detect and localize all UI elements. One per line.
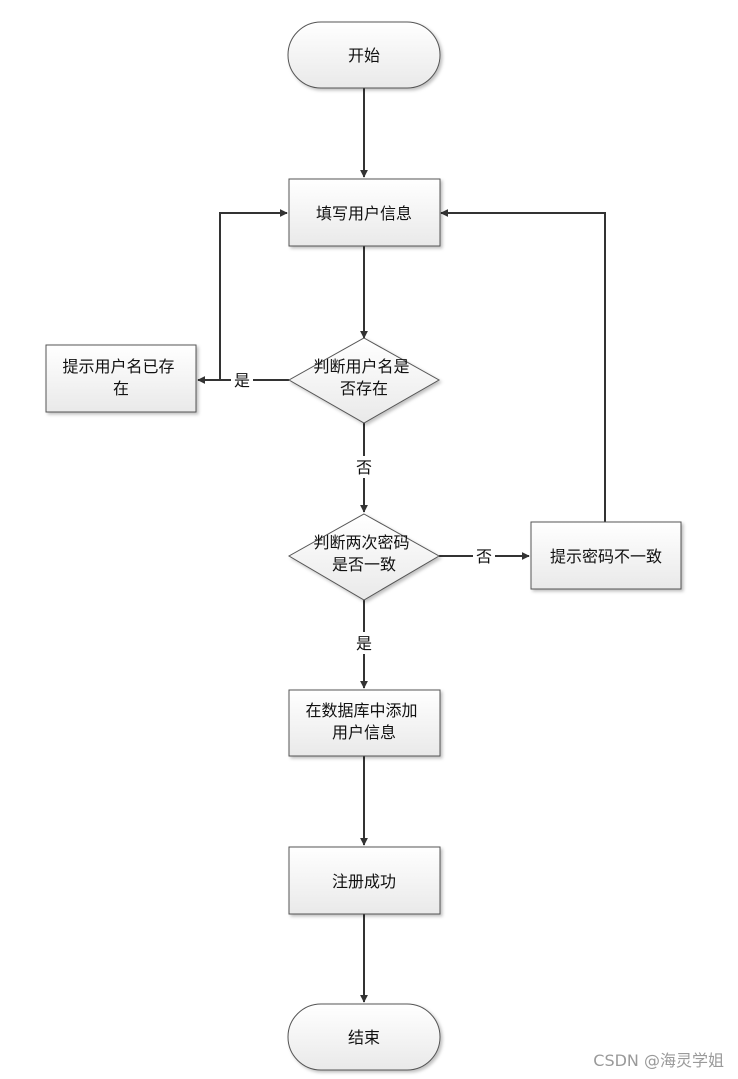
register-success-label: 注册成功 <box>332 872 396 891</box>
add-to-db-node: 在数据库中添加 用户信息 <box>288 689 441 757</box>
check-username-label: 判断用户名是 否存在 <box>313 357 414 398</box>
edge-label-password-no: 否 <box>476 547 492 566</box>
start-node: 开始 <box>287 21 441 89</box>
csdn-watermark: CSDN @海灵学姐 <box>593 1051 724 1070</box>
check-password-label: 判断两次密码 是否一致 <box>313 533 414 574</box>
edge-username-exists-back <box>219 209 288 380</box>
node-line: 否存在 <box>340 379 388 398</box>
node-line: 注册成功 <box>332 872 396 891</box>
check-username-decision: 判断用户名是 否存在 <box>287 337 441 424</box>
node-line: 是否一致 <box>332 555 396 574</box>
fill-user-info-node: 填写用户信息 <box>288 178 441 247</box>
node-line: 提示密码不一致 <box>550 547 662 566</box>
edge-label-username-no: 否 <box>356 458 372 477</box>
end-node-label: 结束 <box>348 1028 380 1047</box>
node-line: 判断两次密码 <box>313 533 409 552</box>
node-line: 在 <box>113 379 129 398</box>
node-line: 用户信息 <box>332 723 396 742</box>
start-node-label: 开始 <box>348 46 380 65</box>
password-mismatch-node: 提示密码不一致 <box>530 521 682 590</box>
node-line: 填写用户信息 <box>316 204 412 223</box>
node-line: 在数据库中添加 <box>305 701 417 720</box>
username-exists-node: 提示用户名已存 在 <box>45 344 197 413</box>
node-line: 开始 <box>348 46 380 65</box>
node-line: 判断用户名是 <box>313 357 409 376</box>
node-line: 结束 <box>348 1028 380 1047</box>
edge-label-password-yes: 是 <box>356 634 372 653</box>
nodes: 开始 填写用户信息 判断用户名是 否存在 提示用户名已存 在 <box>45 21 682 1071</box>
end-node: 结束 <box>287 1003 441 1071</box>
check-password-decision: 判断两次密码 是否一致 <box>287 513 441 601</box>
edge-label-username-yes: 是 <box>234 371 250 390</box>
edge-labels: 是 否 否 是 <box>234 371 492 653</box>
username-exists-label: 提示用户名已存 在 <box>62 357 179 398</box>
add-to-db-label: 在数据库中添加 用户信息 <box>305 701 422 742</box>
edge-password-mismatch-back <box>440 209 606 522</box>
edge-label-backgrounds <box>231 371 495 654</box>
node-line: 提示用户名已存 <box>62 357 174 376</box>
password-mismatch-label: 提示密码不一致 <box>550 547 662 566</box>
fill-user-info-label: 填写用户信息 <box>316 204 412 223</box>
register-success-node: 注册成功 <box>288 846 441 915</box>
